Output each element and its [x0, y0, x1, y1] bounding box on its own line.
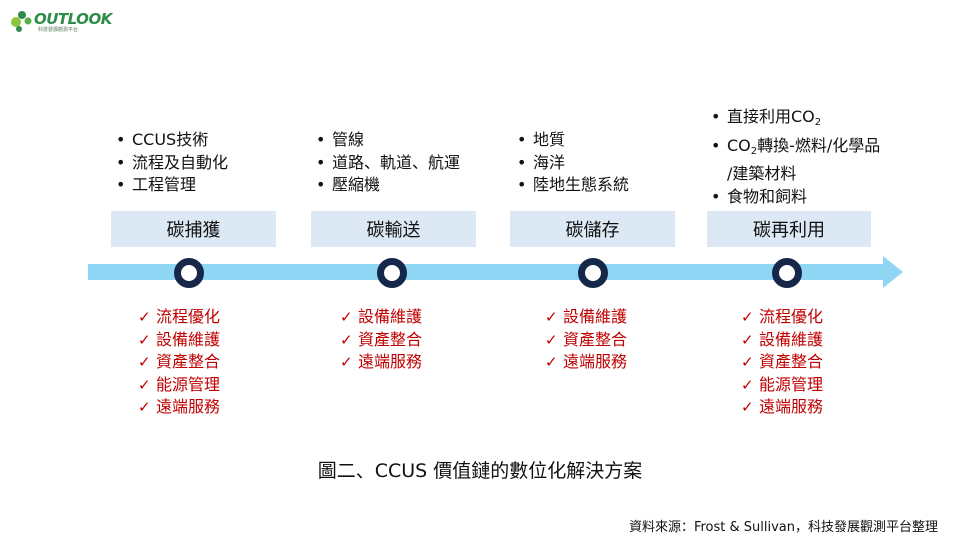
- figure-caption: 圖二、CCUS 價值鏈的數位化解決方案: [317, 460, 643, 482]
- timeline-arrow-head: [883, 256, 903, 288]
- capture-checks: 流程優化 設備維護 資產整合 能源管理 遠端服務: [138, 306, 220, 419]
- source-note: 資料來源：Frost & Sullivan，科技發展觀測平台整理: [628, 520, 938, 535]
- check-item: 設備維護: [138, 329, 220, 352]
- bullet-item: 工程管理: [112, 174, 228, 197]
- timeline-arrow-bar: [88, 264, 884, 280]
- check-item: 資產整合: [138, 351, 220, 374]
- check-item: 遠端服務: [340, 351, 422, 374]
- stage-utilization: 碳再利用: [707, 211, 871, 247]
- subscript-2: 2: [814, 117, 822, 128]
- bullet-item: CCUS技術: [112, 129, 228, 152]
- check-item: 資產整合: [340, 329, 422, 352]
- check-item: 能源管理: [138, 374, 220, 397]
- check-item: 流程優化: [741, 306, 823, 329]
- timeline-node-utilization: [772, 258, 802, 288]
- timeline-node-capture: [174, 258, 204, 288]
- check-item: 設備維護: [340, 306, 422, 329]
- bullet-item-continuation: /建築材料: [727, 164, 797, 183]
- stage-transport: 碳輸送: [311, 211, 476, 247]
- bullet-item: 海洋: [513, 152, 629, 175]
- bullet-item: 直接利用CO2: [707, 106, 880, 135]
- check-item: 資產整合: [741, 351, 823, 374]
- check-item: 遠端服務: [741, 396, 823, 419]
- utilization-checks: 流程優化 設備維護 資產整合 能源管理 遠端服務: [741, 306, 823, 419]
- capture-bullets: CCUS技術 流程及自動化 工程管理: [112, 129, 228, 197]
- outlook-logo: OUTLOOK 科技發展觀測平台: [8, 6, 112, 38]
- timeline-node-transport: [377, 258, 407, 288]
- subscript-2: 2: [750, 145, 758, 157]
- bullet-item: 地質: [513, 129, 629, 152]
- bullet-item: 陸地生態系統: [513, 174, 629, 197]
- bullet-item: 食物和飼料: [707, 186, 880, 209]
- bullet-item: 道路、軌道、航運: [312, 152, 460, 175]
- transport-checks: 設備維護 資產整合 遠端服務: [340, 306, 422, 374]
- utilization-bullets: 直接利用CO2 CO2轉換-燃料/化學品 /建築材料 食物和飼料: [707, 106, 880, 208]
- bullet-item: 管線: [312, 129, 460, 152]
- transport-bullets: 管線 道路、軌道、航運 壓縮機: [312, 129, 460, 197]
- check-item: 能源管理: [741, 374, 823, 397]
- check-item: 設備維護: [741, 329, 823, 352]
- timeline-node-storage: [578, 258, 608, 288]
- check-item: 遠端服務: [545, 351, 627, 374]
- stage-capture: 碳捕獲: [111, 211, 276, 247]
- check-item: 設備維護: [545, 306, 627, 329]
- stage-storage: 碳儲存: [510, 211, 675, 247]
- bullet-item: 流程及自動化: [112, 152, 228, 175]
- storage-checks: 設備維護 資產整合 遠端服務: [545, 306, 627, 374]
- bullet-item: CO2轉換-燃料/化學品: [707, 135, 880, 164]
- logo-text: OUTLOOK: [34, 10, 112, 28]
- bullet-item: 壓縮機: [312, 174, 460, 197]
- leaf-logo-icon: [11, 11, 32, 32]
- check-item: 遠端服務: [138, 396, 220, 419]
- logo-subtext: 科技發展觀測平台: [38, 27, 79, 33]
- check-item: 資產整合: [545, 329, 627, 352]
- storage-bullets: 地質 海洋 陸地生態系統: [513, 129, 629, 197]
- check-item: 流程優化: [138, 306, 220, 329]
